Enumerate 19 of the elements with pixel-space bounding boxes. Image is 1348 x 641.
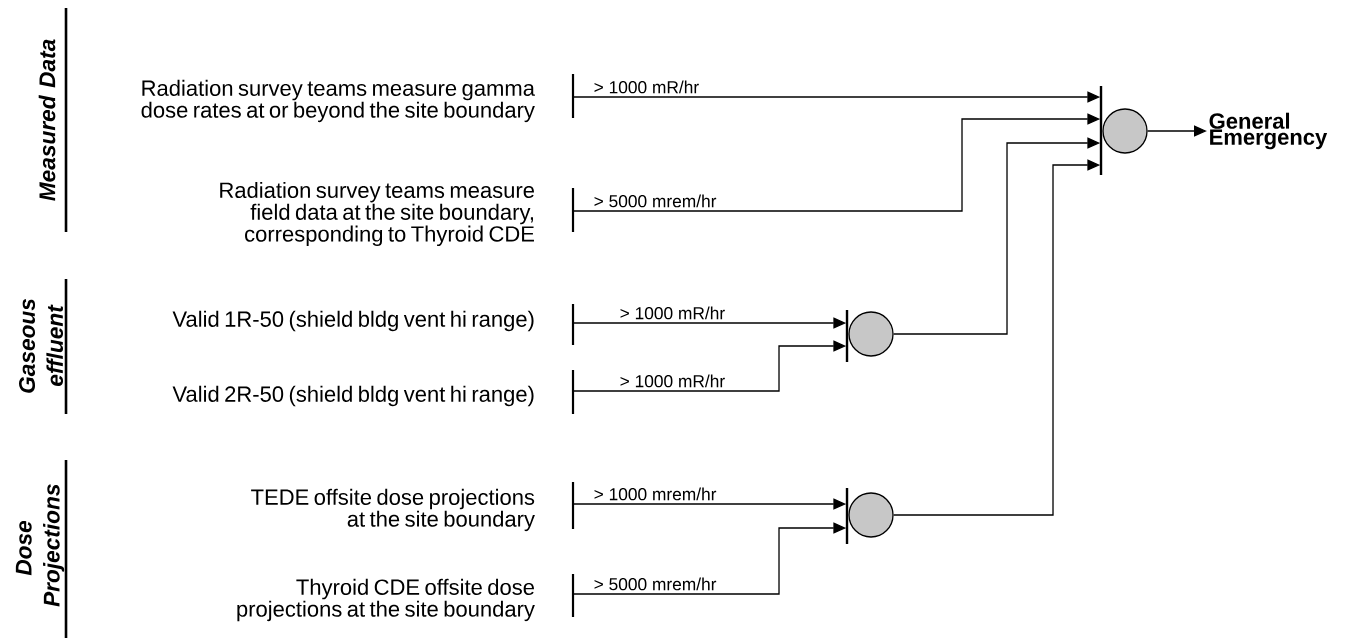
gate-symbol [845, 310, 894, 362]
group-label: Dose Projections [15, 484, 65, 607]
edge-label: > 1000 mR/hr [618, 373, 727, 389]
outcome-text: General Emergency [1209, 112, 1328, 150]
edge-label: > 1000 mR/hr [592, 79, 701, 95]
group-label: Gaseous effluent [19, 298, 64, 393]
edge-label: > 5000 mrem/hr [592, 576, 718, 592]
edge-label: > 5000 mrem/hr [592, 193, 718, 209]
condition-text: TEDE offsite dose projections at the site boundary [251, 488, 535, 532]
group-label: Measured Data [38, 39, 56, 201]
edge-label: > 1000 mrem/hr [592, 486, 718, 502]
gate-symbol [1099, 86, 1148, 175]
condition-text: Valid 2R-50 (shield bldg vent hi range) [172, 385, 534, 407]
condition-text: Thyroid CDE offsite dose projections at the site boundary [237, 578, 535, 622]
edge-label: > 1000 mR/hr [618, 305, 727, 321]
gate-symbol [845, 488, 894, 544]
condition-text: Radiation survey teams measure gamma dose rates at or beyond the site boundary [141, 79, 535, 123]
condition-text: Radiation survey teams measure field data at the site boundary, corresponding to Thyroid CDE [220, 181, 534, 247]
condition-text: Valid 1R-50 (shield bldg vent hi range) [172, 310, 534, 332]
